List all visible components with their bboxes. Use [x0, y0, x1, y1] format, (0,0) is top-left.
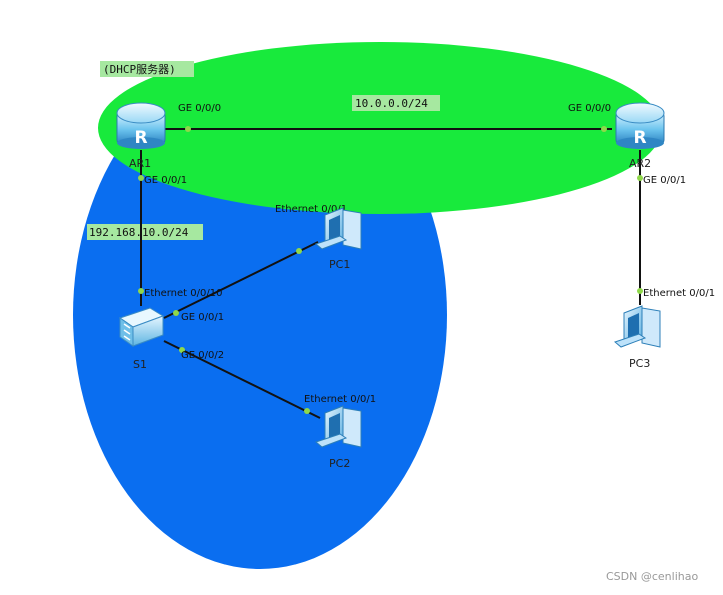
device-label-pc1: PC1	[329, 258, 350, 271]
pc-pc3[interactable]: PC3	[613, 305, 661, 370]
switch-icon	[118, 307, 165, 347]
port-label-pc3-eth001: Ethernet 0/0/1	[643, 288, 715, 299]
port-dot	[601, 126, 607, 132]
lan-network-label-bg	[87, 224, 203, 240]
port-label-s1-ge001: GE 0/0/1	[181, 312, 224, 323]
port-dot	[304, 408, 310, 414]
switch-s1[interactable]: S1	[118, 307, 165, 371]
pc-pc2[interactable]: PC2	[314, 405, 362, 470]
port-dot	[637, 288, 643, 294]
port-label-s1-eth0010: Ethernet 0/0/10	[144, 288, 222, 299]
device-label-s1: S1	[133, 358, 147, 371]
port-dot	[637, 175, 643, 181]
device-label-pc2: PC2	[329, 457, 350, 470]
svg-text:R: R	[633, 128, 646, 148]
device-label-ar1: AR1	[129, 157, 151, 170]
router-icon: R	[615, 102, 665, 149]
pc-icon	[314, 207, 362, 250]
wan-network-label-bg	[352, 95, 440, 111]
port-dot	[296, 248, 302, 254]
port-dot	[179, 347, 185, 353]
pc-icon	[314, 405, 362, 448]
router-ar1[interactable]: R AR1	[116, 102, 166, 170]
port-dot	[185, 126, 191, 132]
watermark-text: CSDN @cenlihao	[606, 570, 698, 583]
port-dot	[138, 288, 144, 294]
port-label-ar2-ge000: GE 0/0/0	[568, 103, 611, 114]
port-dot	[173, 310, 179, 316]
pc-pc1[interactable]: PC1	[314, 207, 362, 271]
link-s1-pc1[interactable]	[163, 241, 319, 319]
lan-network-label: 192.168.10.0/24	[89, 226, 189, 239]
port-label-ar1-ge000: GE 0/0/0	[178, 103, 221, 114]
port-dot	[138, 175, 144, 181]
port-label-ar1-ge001: GE 0/0/1	[144, 175, 187, 186]
wan-network-label: 10.0.0.0/24	[355, 97, 428, 110]
dhcp-label-bg	[100, 61, 194, 77]
router-ar2[interactable]: R AR2	[615, 102, 665, 170]
pc-icon	[613, 305, 661, 348]
port-label-pc1-eth001: Ethernet 0/0/1	[275, 204, 347, 215]
dhcp-server-label: (DHCP服务器)	[103, 63, 176, 76]
port-label-pc2-eth001: Ethernet 0/0/1	[304, 394, 376, 405]
port-label-s1-ge002: GE 0/0/2	[181, 350, 224, 361]
svg-text:R: R	[134, 128, 147, 148]
device-label-pc3: PC3	[629, 357, 650, 370]
link-s1-pc2[interactable]	[163, 340, 321, 419]
device-label-ar2: AR2	[629, 157, 651, 170]
router-icon: R	[116, 102, 166, 149]
port-label-ar2-ge001: GE 0/0/1	[643, 175, 686, 186]
